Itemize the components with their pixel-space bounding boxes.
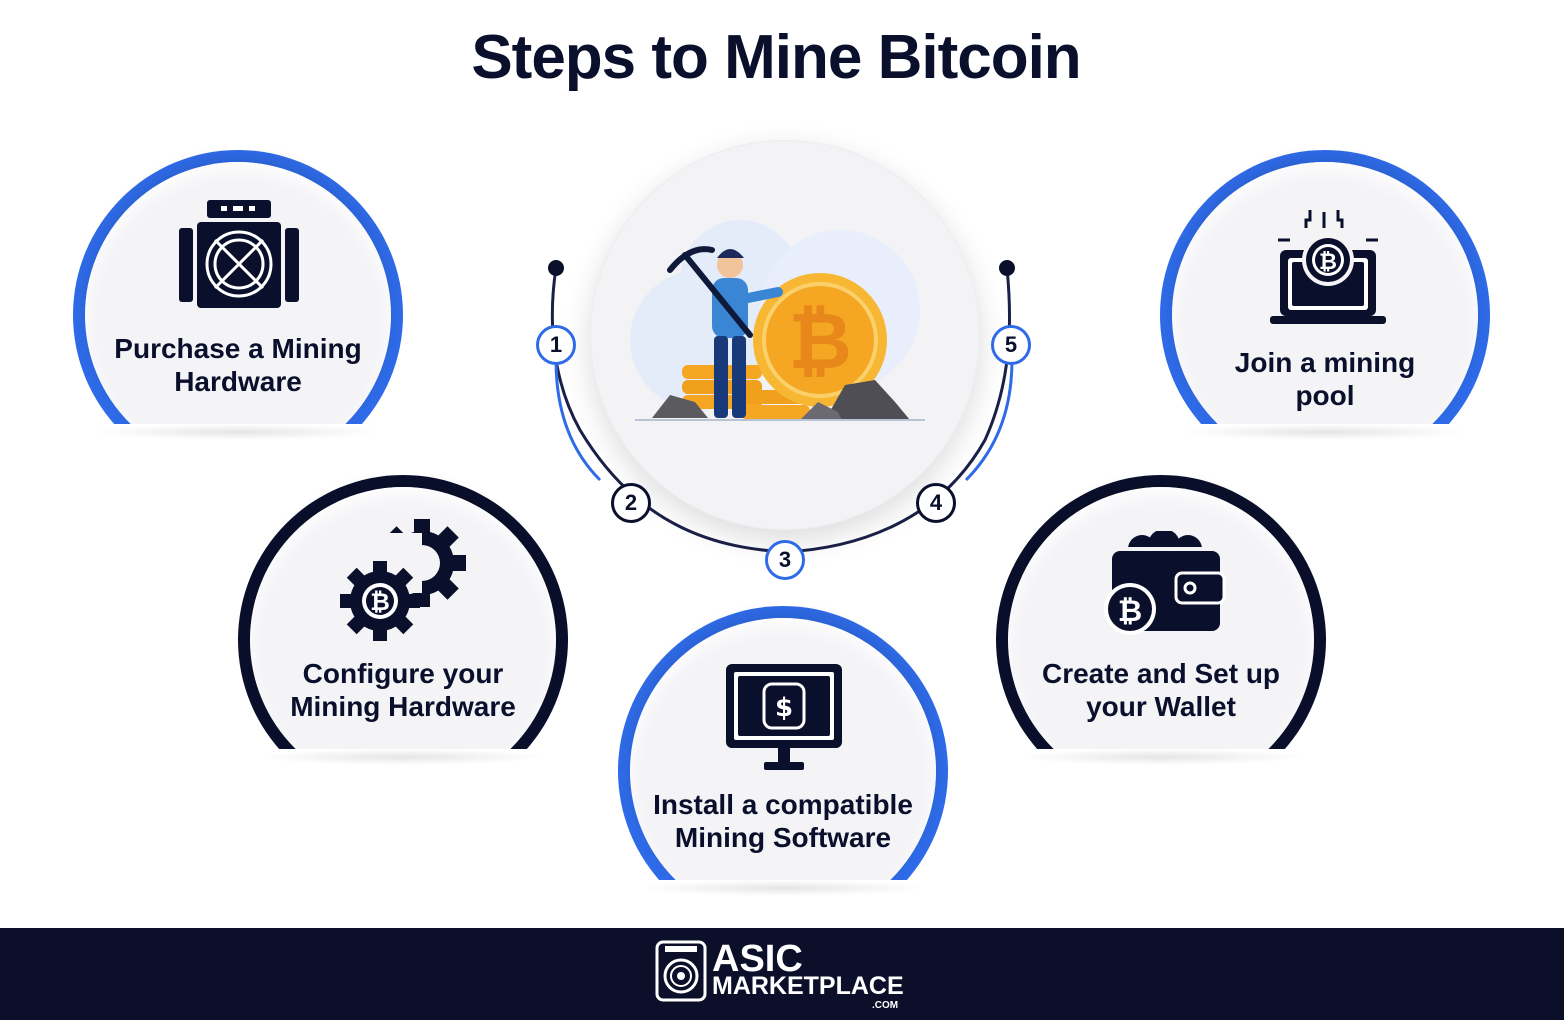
step-number-5: 5 [991, 325, 1031, 365]
center-illustration-disc: ₿ [590, 140, 980, 530]
footer-bar [0, 928, 1564, 1020]
connector-start-dot [548, 260, 564, 276]
svg-text:₿: ₿ [788, 297, 852, 387]
step-label-3: Install a compatible Mining Software [653, 789, 913, 853]
step-number-1: 1 [536, 325, 576, 365]
step-card-2: ₿ Configure your Mining Hardware [238, 475, 568, 765]
wallet-bitcoin-icon: ₿ [1104, 531, 1226, 635]
footer-brand-line1: ASIC [712, 938, 803, 980]
step-label-4: Create and Set up your Wallet [1041, 658, 1281, 722]
svg-text:₿: ₿ [1118, 594, 1142, 629]
step-card-3: $ Install a compatible Mining Software [618, 606, 948, 896]
connector-end-dot [999, 260, 1015, 276]
step-card-1: Purchase a Mining Hardware [73, 150, 403, 440]
step-card-5: ₿ Join a mining pool [1160, 150, 1490, 440]
asic-miner-icon [179, 200, 299, 308]
step-label-1: Purchase a Mining Hardware [114, 333, 362, 397]
step-number-3: 3 [765, 540, 805, 580]
step-number-4: 4 [916, 483, 956, 523]
step-number-2: 2 [611, 483, 651, 523]
step-label-2: Configure your Mining Hardware [290, 658, 516, 722]
step-card-4: ₿ Create and Set up your Wallet [996, 475, 1326, 765]
svg-text:$: $ [775, 693, 793, 723]
svg-text:₿: ₿ [370, 588, 390, 616]
footer-brand-line3: .COM [872, 1000, 899, 1011]
laptop-bitcoin-icon: ₿ [1270, 210, 1386, 324]
miner-with-bitcoin-coin-illustration: ₿ [630, 220, 925, 421]
footer-brand-line2: MARKETPLACE [712, 972, 904, 1000]
gear-bitcoin-icon: ₿ [340, 519, 466, 641]
step-label-5: Join a mining pool [1234, 347, 1416, 411]
monitor-dollar-icon: $ [726, 664, 842, 770]
svg-text:₿: ₿ [1319, 250, 1337, 275]
page-title: Steps to Mine Bitcoin [471, 23, 1081, 92]
asic-miner-logo-icon [655, 940, 707, 1002]
